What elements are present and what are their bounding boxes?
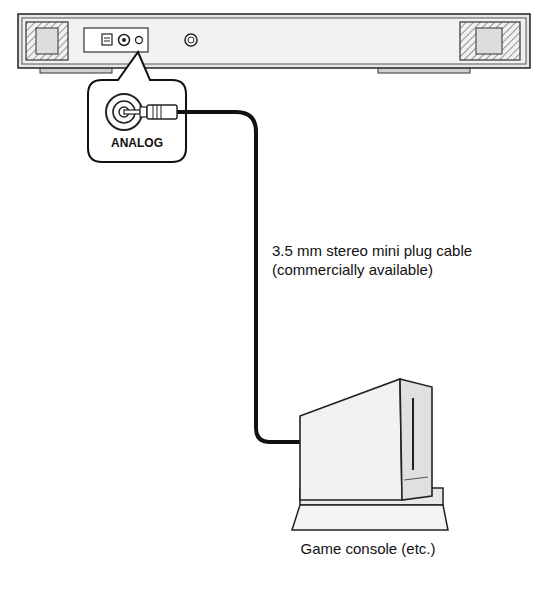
- cable-label: 3.5 mm stereo mini plug cable (commercia…: [272, 241, 487, 279]
- jack-name: ANALOG: [88, 136, 186, 151]
- game-console: [292, 379, 448, 530]
- callout-box: ANALOG: [88, 80, 186, 151]
- device-label: Game console (etc.): [268, 539, 468, 558]
- soundbar: [18, 14, 530, 73]
- mini-plug: [124, 105, 177, 119]
- callout-fill: [88, 52, 186, 162]
- analog-jack: [106, 94, 142, 130]
